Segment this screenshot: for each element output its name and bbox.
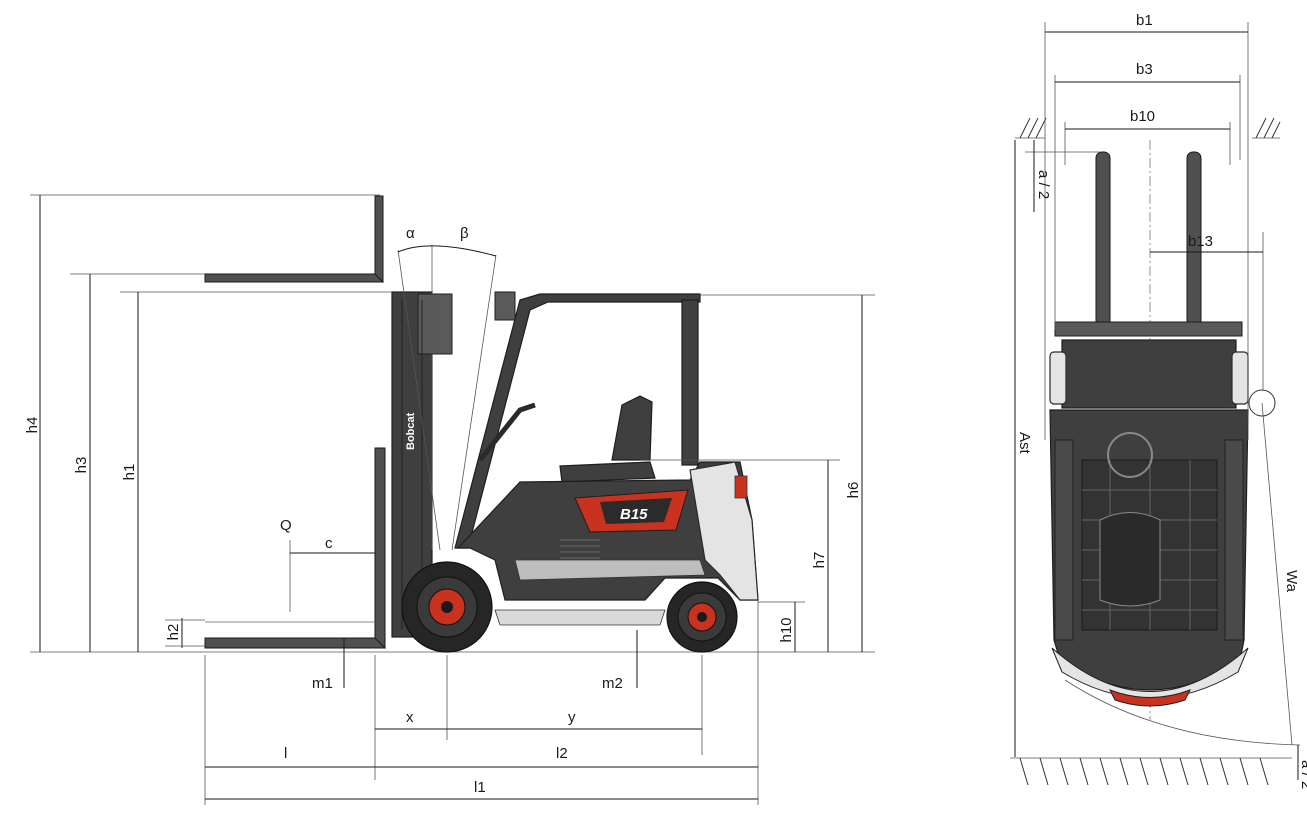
m1-label: m1	[312, 675, 333, 692]
raised-fork	[204, 195, 385, 283]
front-wheel	[401, 561, 493, 653]
tilt-arc	[397, 245, 497, 257]
c-label: c	[325, 535, 333, 552]
tilt-back-line	[451, 254, 497, 551]
steering-column	[478, 402, 536, 462]
top-view: Wa b1 b3 b10 b13 a / 2 Ast a / 2	[1010, 12, 1307, 789]
brand-logo: Bobcat	[405, 412, 417, 450]
aisle-wall-right	[1252, 117, 1281, 139]
a2-top-label: a / 2	[1035, 170, 1052, 199]
h1-label: h1	[121, 464, 138, 481]
Wa-label: Wa	[1283, 570, 1300, 593]
b13-label: b13	[1188, 233, 1213, 250]
Ast-label: Ast	[1016, 432, 1033, 455]
h10-label: h10	[778, 617, 795, 642]
lowered-fork	[204, 447, 387, 649]
fork-left	[1095, 151, 1111, 328]
a2-bottom-label: a / 2	[1298, 760, 1307, 789]
b10-label: b10	[1130, 108, 1155, 125]
l2-label: l2	[556, 745, 568, 762]
wa-line	[1261, 402, 1293, 746]
y-label: y	[568, 709, 576, 726]
operator-seat	[559, 395, 656, 483]
alpha-label: α	[406, 225, 415, 242]
h3-label: h3	[73, 457, 90, 474]
beta-label: β	[460, 225, 469, 242]
fork-carriage	[1054, 321, 1243, 337]
turning-point-marker	[1248, 389, 1276, 417]
m2-label: m2	[602, 675, 623, 692]
chassis: B15	[456, 461, 759, 626]
aisle-floor-bottom	[1010, 757, 1292, 786]
aisle-wall-left	[1015, 117, 1047, 139]
turning-arc	[1064, 679, 1301, 746]
x-label: x	[406, 709, 414, 726]
h7-label: h7	[811, 552, 828, 569]
b1-label: b1	[1136, 12, 1153, 29]
tail-light	[734, 475, 748, 499]
h2-label: h2	[165, 624, 182, 641]
Q-label: Q	[280, 517, 292, 534]
h4-label: h4	[24, 417, 41, 434]
steering-wheel-top	[1107, 432, 1153, 478]
h6-label: h6	[845, 482, 862, 499]
model-badge: B15	[620, 506, 648, 523]
truck-body-top	[1049, 339, 1249, 707]
overhead-guard	[454, 291, 701, 549]
b3-label: b3	[1136, 61, 1153, 78]
seat-top	[1099, 512, 1161, 607]
tilt-forward-line	[397, 249, 441, 551]
l-label: l	[284, 745, 287, 762]
rear-accent-top	[1108, 689, 1192, 707]
l1-label: l1	[474, 779, 486, 796]
rear-wheel	[666, 581, 738, 653]
side-view: Bobcat B15	[24, 194, 875, 805]
